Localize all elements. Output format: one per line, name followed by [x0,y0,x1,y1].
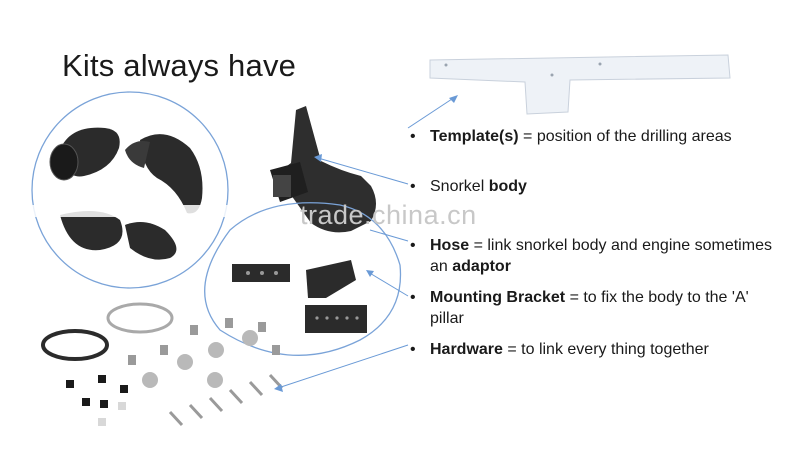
callout-arrows [274,95,458,392]
slide-title: Kits always have [62,48,297,83]
bullet-dot: • [410,289,416,306]
snorkel-body-image [270,106,376,233]
bullet-dot: • [410,178,416,195]
bullet-term: Mounting Bracket [430,289,566,306]
bullet-description: = link snorkel body and engine sometimes… [430,237,772,275]
bullet-term: Template(s) [430,128,519,145]
bullet-description: = position of the drilling areas [518,128,732,145]
hardware-image [41,302,284,427]
bullet-dot: • [410,128,416,145]
bullet-dot: • [410,237,416,254]
bullet-term-secondary: adaptor [452,258,511,275]
bullet-description: = to link every thing together [502,341,709,358]
hose-image [30,91,230,289]
template-image [429,54,731,115]
bullet-term: body [488,178,527,195]
watermark: trade.china.cn [300,200,477,230]
bullet-term: Hose [430,237,470,254]
bullet-dot: • [410,341,416,358]
bullet-term: Hardware [430,341,503,358]
bullet-description: = to fix the body to the 'A' pillar [430,289,749,327]
bullet-description: Snorkel [430,178,489,195]
mounting-bracket-image [204,202,402,356]
